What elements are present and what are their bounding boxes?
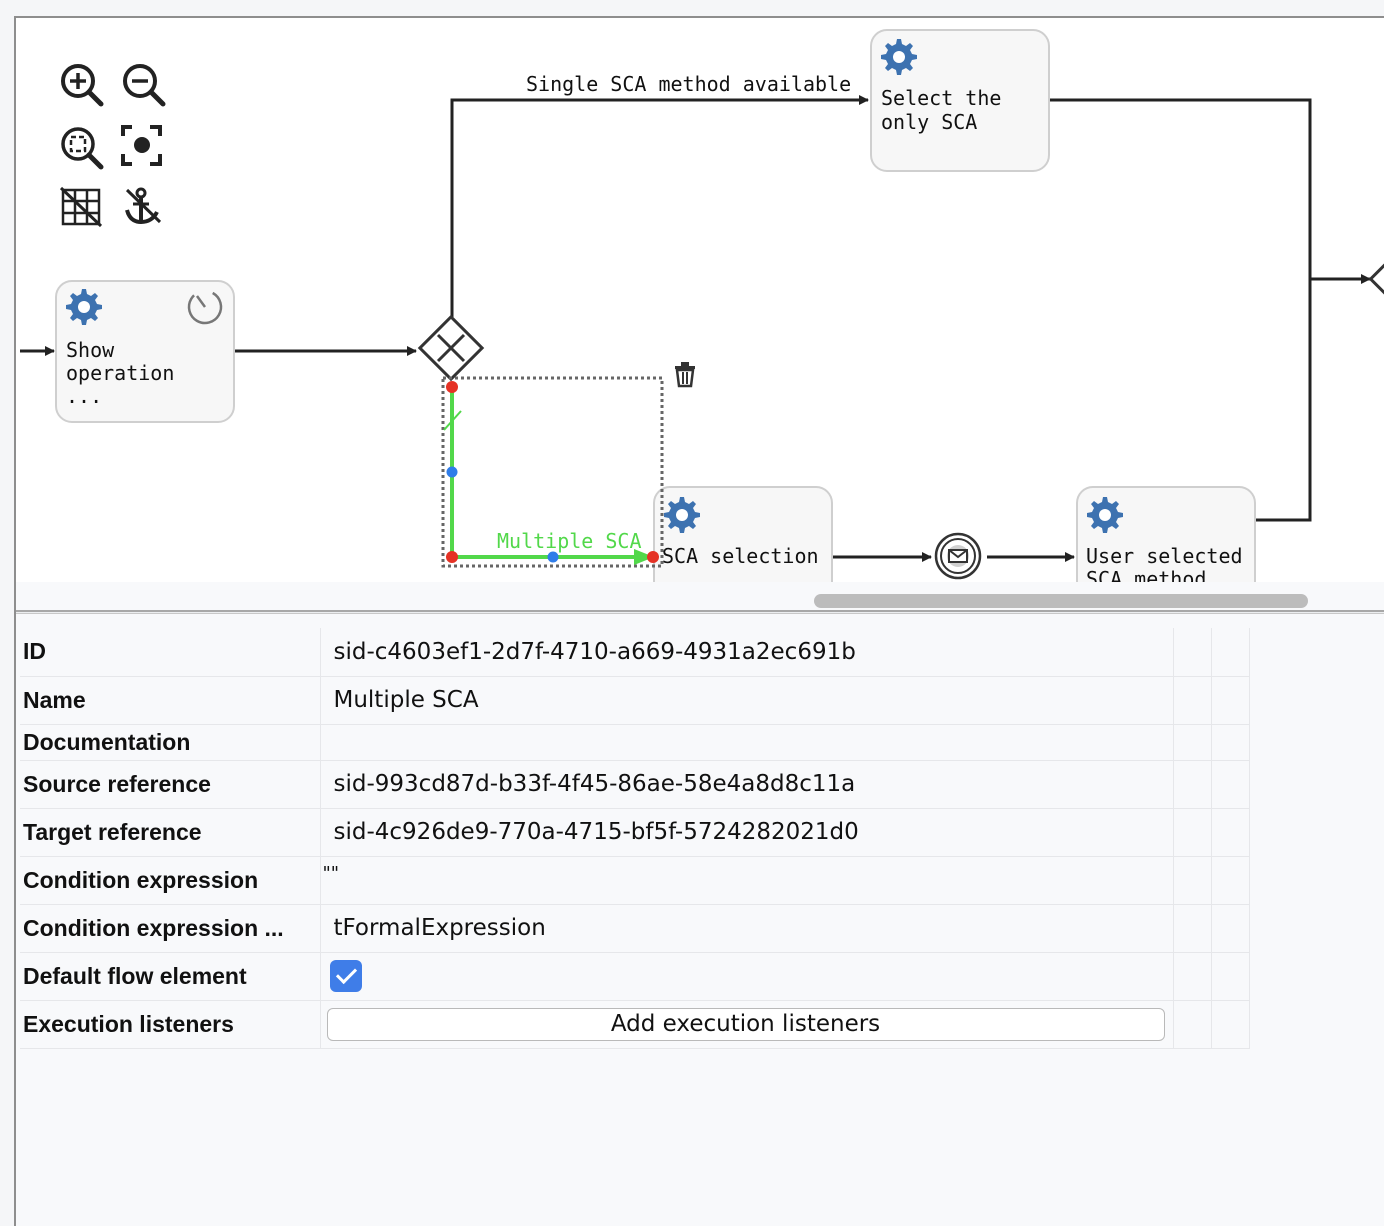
edge-handle[interactable] [446, 466, 458, 478]
task-user-selected[interactable]: User selected SCA method [1076, 486, 1256, 582]
properties-panel: ID sid-c4603ef1-2d7f-4710-a669-4931a2ec6… [16, 622, 1384, 1226]
property-label: ID [20, 628, 321, 677]
property-value-condition-expression-type[interactable]: tFormalExpression [320, 904, 1174, 953]
task-label-line: User selected [1086, 544, 1243, 568]
property-value-target-reference[interactable]: sid-4c926de9-770a-4715-bf5f-5724282021d0 [320, 808, 1174, 857]
property-row-default-flow-element: Default flow element [20, 952, 1250, 1001]
edge-handle[interactable] [446, 381, 458, 393]
property-row-documentation: Documentation [20, 724, 1250, 761]
trash-icon[interactable] [675, 362, 695, 388]
flow-single-sca[interactable]: Single SCA method available [450, 72, 869, 317]
add-execution-listeners-button[interactable]: Add execution listeners [326, 1007, 1165, 1041]
zoom-fit-icon[interactable] [61, 127, 104, 170]
selected-flow-multiple-sca[interactable]: Multiple SCA [441, 376, 664, 568]
property-label: Source reference [20, 760, 321, 809]
zoom-in-icon[interactable] [61, 64, 104, 107]
task-show-operation[interactable]: Show operation ... [55, 280, 235, 423]
multiple-sca-label: Multiple SCA [497, 529, 642, 553]
task-sca-selection[interactable]: SCA selection [653, 486, 833, 582]
single-sca-label: Single SCA method available [526, 72, 851, 96]
task-select-only-sca[interactable]: Select the only SCA [870, 29, 1050, 172]
property-label: Name [20, 676, 321, 725]
property-row-execution-listeners: Execution listeners Add execution listen… [20, 1000, 1250, 1049]
edge-handle[interactable] [446, 551, 458, 563]
property-value-condition-expression[interactable]: "" [320, 856, 1174, 905]
default-flow-marker [443, 410, 462, 431]
property-value-source-reference[interactable]: sid-993cd87d-b33f-4f45-86ae-58e4a8d8c11a [320, 760, 1174, 809]
property-label: Condition expression [20, 856, 321, 905]
property-value-id[interactable]: sid-c4603ef1-2d7f-4710-a669-4931a2ec691b [320, 628, 1174, 677]
property-row-source-reference: Source reference sid-993cd87d-b33f-4f45-… [20, 760, 1250, 809]
zoom-actual-icon[interactable] [121, 125, 162, 166]
grid-toggle-icon[interactable] [59, 186, 103, 228]
timer-icon [187, 289, 223, 325]
merge-gateway[interactable] [1368, 258, 1384, 300]
task-label-line: SCA selection [662, 544, 819, 568]
property-row-target-reference: Target reference sid-4c926de9-770a-4715-… [20, 808, 1250, 857]
anchor-icon[interactable] [125, 187, 162, 225]
property-label: Default flow element [20, 952, 321, 1001]
task-label-line: ... [66, 384, 102, 408]
property-row-condition-expression-type: Condition expression ... tFormalExpressi… [20, 904, 1250, 953]
edge-handle[interactable] [547, 551, 559, 563]
property-label: Target reference [20, 808, 321, 857]
property-label: Documentation [20, 724, 321, 761]
intermediate-message-event[interactable] [934, 532, 982, 580]
task-label-line: Select the [881, 86, 1001, 110]
exclusive-gateway[interactable] [417, 314, 485, 382]
zoom-out-icon[interactable] [123, 64, 166, 107]
task-label-line: Show [66, 338, 115, 362]
selection-box [441, 376, 664, 568]
property-row-condition-expression: Condition expression "" [20, 856, 1250, 905]
panel-divider[interactable] [16, 610, 1384, 614]
property-value-documentation[interactable] [320, 724, 1174, 761]
flow-select-to-merge[interactable] [1050, 98, 1312, 522]
property-row-id: ID sid-c4603ef1-2d7f-4710-a669-4931a2ec6… [20, 628, 1250, 677]
property-label: Condition expression ... [20, 904, 321, 953]
property-row-name: Name Multiple SCA [20, 676, 1250, 725]
property-label: Execution listeners [20, 1000, 321, 1049]
property-value-name[interactable]: Multiple SCA [320, 676, 1174, 725]
task-label-line: SCA method [1086, 567, 1206, 582]
task-label-line: operation [66, 361, 174, 385]
diagram-canvas[interactable]: Single SCA method available [16, 18, 1384, 582]
horizontal-scrollbar[interactable] [814, 594, 1308, 608]
edge-handle[interactable] [647, 551, 659, 563]
default-flow-checkbox[interactable] [329, 960, 362, 992]
task-label-line: only SCA [881, 110, 977, 134]
properties-table: ID sid-c4603ef1-2d7f-4710-a669-4931a2ec6… [20, 628, 1250, 1049]
